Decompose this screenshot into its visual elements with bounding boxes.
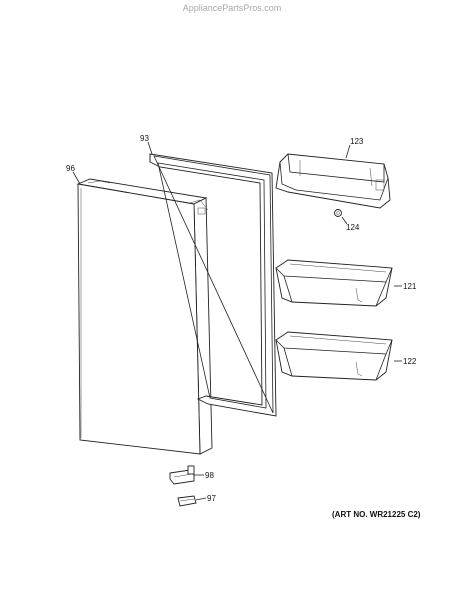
callout-96: 96 xyxy=(66,164,75,173)
callout-124: 124 xyxy=(346,223,360,232)
callout-123: 123 xyxy=(350,137,364,146)
callout-93: 93 xyxy=(140,134,149,143)
bin-clip xyxy=(334,209,342,217)
hinge-cap xyxy=(177,495,197,507)
watermark: AppliancePartsPros.com xyxy=(182,3,282,13)
leader-lines xyxy=(72,141,402,501)
art-number: (ART NO. WR21225 C2) xyxy=(332,510,421,519)
lower-door-bin xyxy=(275,331,393,381)
door-panel xyxy=(76,178,213,455)
top-door-bin xyxy=(275,153,391,209)
middle-door-bin xyxy=(275,259,393,307)
callout-122: 122 xyxy=(403,357,417,366)
callout-97: 97 xyxy=(207,494,216,503)
callout-98: 98 xyxy=(205,471,214,480)
door-gasket xyxy=(149,153,277,417)
lower-hinge xyxy=(169,465,195,485)
callout-121: 121 xyxy=(403,282,417,291)
